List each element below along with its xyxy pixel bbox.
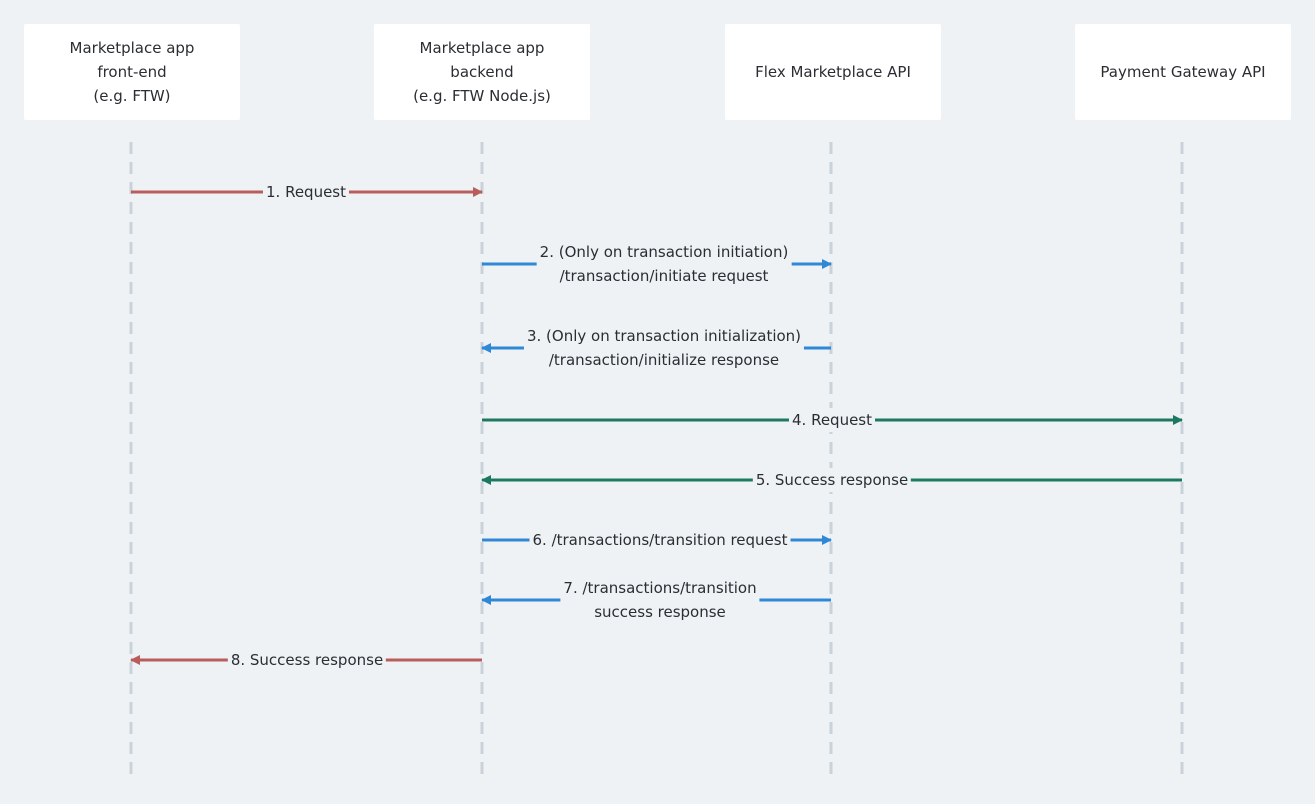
message-label-6: 6. /transactions/transition request (529, 528, 791, 552)
message-label-2: 2. (Only on transaction initiation) /tra… (536, 240, 792, 288)
participant-payment-gateway-label: Payment Gateway API (1100, 63, 1266, 81)
message-label-5: 5. Success response (752, 468, 912, 492)
participant-frontend: Marketplace app front-end (e.g. FTW) (24, 24, 240, 120)
participant-flex-api-label: Flex Marketplace API (755, 63, 911, 81)
participant-frontend-label: Marketplace app front-end (e.g. FTW) (69, 39, 195, 105)
message-label-1: 1. Request (262, 180, 350, 204)
participant-backend: Marketplace app backend (e.g. FTW Node.j… (374, 24, 590, 120)
message-label-4: 4. Request (788, 408, 876, 432)
participant-payment-gateway: Payment Gateway API (1075, 24, 1291, 120)
message-label-8: 8. Success response (227, 648, 387, 672)
message-label-3: 3. (Only on transaction initialization) … (523, 324, 805, 372)
message-label-7: 7. /transactions/transition success resp… (560, 576, 760, 624)
participant-flex-api: Flex Marketplace API (725, 24, 941, 120)
participant-backend-label: Marketplace app backend (e.g. FTW Node.j… (413, 39, 551, 105)
